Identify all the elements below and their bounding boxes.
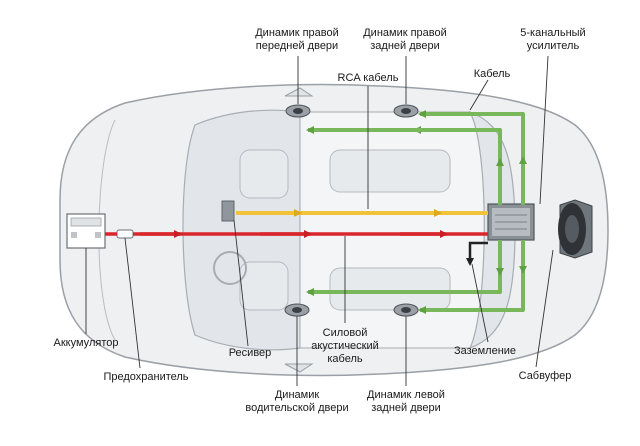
label-rear-left-door: Динамик левой задней двери bbox=[356, 389, 456, 415]
speaker-front-right-door bbox=[285, 104, 311, 118]
battery bbox=[66, 213, 106, 249]
label-rca-cable: RCA кабель bbox=[337, 72, 399, 84]
label-front-right-door: Динамик правой передней двери bbox=[247, 27, 347, 53]
label-front-right-door-line1: Динамик правой bbox=[255, 27, 339, 39]
label-amplifier-line1: 5-канальный bbox=[520, 27, 586, 39]
label-fuse: Предохранитель bbox=[103, 371, 189, 383]
label-subwoofer: Сабвуфер bbox=[518, 370, 572, 382]
label-battery: Аккумулятор bbox=[53, 337, 119, 349]
label-driver-door-line1: Динамик bbox=[274, 389, 320, 401]
speaker-driver-door bbox=[284, 303, 310, 317]
speaker-rear-right-door bbox=[393, 104, 419, 118]
speaker-wires bbox=[306, 110, 527, 314]
label-speaker-cable-line2: акустический bbox=[311, 340, 379, 352]
subwoofer bbox=[558, 199, 593, 259]
speaker-rear-left-door bbox=[393, 303, 419, 317]
fuse bbox=[116, 229, 134, 239]
label-driver-door: Динамик водительской двери bbox=[242, 389, 352, 415]
label-rear-left-door-line2: задней двери bbox=[371, 402, 441, 414]
label-speaker-cable-line3: кабель bbox=[327, 353, 363, 365]
label-speaker-cable-line1: Силовой bbox=[322, 327, 368, 339]
label-rear-right-door-line2: задней двери bbox=[370, 40, 440, 52]
label-amplifier: 5-канальный усилитель bbox=[508, 27, 598, 53]
label-amplifier-line2: усилитель bbox=[526, 40, 580, 52]
car-body bbox=[59, 83, 609, 377]
amplifier bbox=[487, 203, 535, 241]
label-ground: Заземление bbox=[453, 345, 517, 357]
label-receiver: Ресивер bbox=[228, 347, 272, 359]
label-rear-left-door-line1: Динамик левой bbox=[367, 389, 445, 401]
label-cable: Кабель bbox=[473, 68, 511, 80]
label-driver-door-line2: водительской двери bbox=[245, 402, 349, 414]
label-rear-right-door-line1: Динамик правой bbox=[363, 27, 447, 39]
label-speaker-cable: Силовой акустический кабель bbox=[305, 327, 385, 366]
receiver bbox=[221, 200, 235, 222]
label-front-right-door-line2: передней двери bbox=[255, 40, 339, 52]
leader-lines bbox=[85, 55, 554, 386]
label-rear-right-door: Динамик правой задней двери bbox=[355, 27, 455, 53]
ground-wire bbox=[466, 241, 488, 266]
